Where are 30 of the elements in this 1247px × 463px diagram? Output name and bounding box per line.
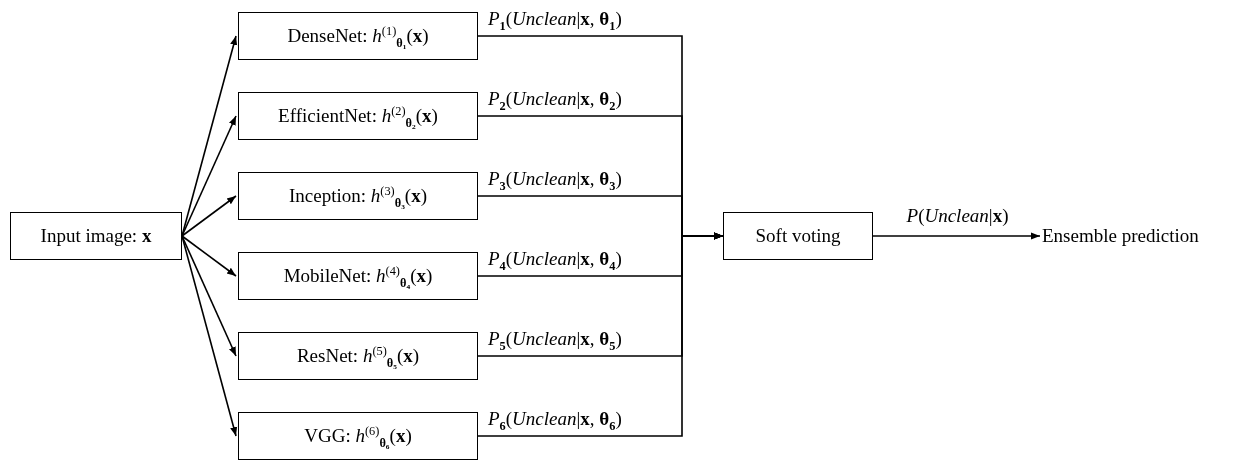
process-box [238, 12, 478, 60]
process-box [238, 412, 478, 460]
box-label: VGG: h$^{(6)}$$_{θ₆}$(x) [304, 425, 412, 447]
edge-label: P$_{2}$(Unclean|x, θ$_{2}$) [486, 89, 624, 110]
edge-label: P$_{1}$(Unclean|x, θ$_{1}$) [486, 9, 624, 30]
arrow [181, 115, 237, 237]
edge-label: P(Unclean|x) [904, 206, 1011, 227]
process-box [238, 172, 478, 220]
edge-label: P$_{4}$(Unclean|x, θ$_{4}$) [486, 249, 624, 270]
process-box [238, 252, 478, 300]
process-box [238, 332, 478, 380]
arrow [181, 235, 238, 437]
edge-label: P$_{5}$(Unclean|x, θ$_{5}$) [486, 329, 624, 350]
edge-label: P$_{3}$(Unclean|x, θ$_{3}$) [486, 169, 624, 190]
box-label: ResNet: h$^{(5)}$$_{θ₅}$(x) [296, 345, 420, 367]
process-box [10, 212, 182, 260]
box-label: Input image: x [40, 225, 152, 247]
box-label: DenseNet: h$^{(1)}$$_{θ₁}$(x) [287, 25, 429, 47]
process-box [723, 212, 873, 260]
arrow [872, 232, 1041, 240]
box-label: Soft voting [755, 225, 841, 247]
box-label: MobileNet: h$^{(4)}$$_{θ₄}$(x) [283, 265, 433, 287]
arrow [477, 232, 724, 437]
box-label: EfficientNet: h$^{(2)}$$_{θ₂}$(x) [278, 105, 438, 127]
arrow [181, 235, 237, 277]
arrow [181, 195, 237, 237]
box-label: Inception: h$^{(3)}$$_{θ₃}$(x) [289, 185, 427, 207]
process-box [238, 92, 478, 140]
arrow [181, 235, 237, 357]
edge-label: P$_{6}$(Unclean|x, θ$_{6}$) [486, 409, 624, 430]
